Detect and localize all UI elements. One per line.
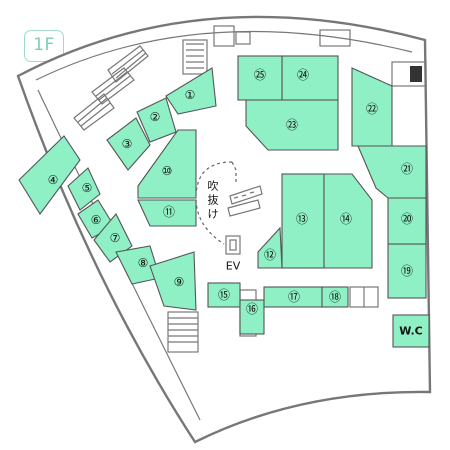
shop-20[interactable]: ⑳	[387, 197, 427, 245]
shop-12[interactable]: ⑫	[257, 226, 283, 269]
shop-17[interactable]: ⑰	[263, 286, 323, 308]
shop-number: ⑫	[264, 248, 276, 262]
shop-07[interactable]: ⑦	[93, 213, 133, 263]
shop-number: ⑭	[340, 212, 352, 226]
shop-14[interactable]: ⑭	[323, 173, 373, 269]
shop-number: ⑦	[110, 231, 121, 245]
shop-number: ③	[122, 137, 133, 151]
shop-number: ⑮	[218, 288, 230, 302]
elevator-label: EV	[226, 260, 241, 273]
atrium-label-2: 抜	[208, 193, 219, 207]
shop-number: ㉔	[297, 68, 309, 82]
shop-13[interactable]: ⑬	[281, 173, 325, 269]
shop-16[interactable]: ⑯	[239, 299, 265, 335]
shop-10[interactable]: ⑩	[137, 129, 197, 199]
outer-corridor-line	[35, 30, 413, 81]
stairs-right	[391, 61, 427, 87]
shop-number: ⑬	[296, 212, 308, 226]
stairs-top-center	[182, 25, 351, 75]
shop-09[interactable]: ⑨	[149, 251, 197, 311]
shop-number: ④	[48, 173, 59, 187]
shop-number: ⑳	[401, 212, 413, 226]
shop-19[interactable]: ⑲	[387, 243, 427, 299]
shop-11[interactable]: ⑪	[137, 199, 197, 227]
restroom[interactable]: W.C	[392, 314, 430, 348]
shop-number: ⑤	[82, 181, 93, 195]
escalator	[227, 185, 263, 217]
shop-number: ㉓	[286, 118, 298, 132]
shop-04[interactable]: ④	[18, 135, 81, 215]
shop-21[interactable]: ㉑	[357, 145, 427, 199]
shop-number: ⑪	[163, 205, 175, 219]
elevator-icon	[225, 235, 241, 255]
shop-18[interactable]: ⑱	[321, 286, 349, 308]
shop-22[interactable]: ㉒	[351, 67, 393, 147]
atrium-outline	[195, 161, 237, 245]
shop-number: ⑥	[91, 213, 102, 227]
shop-05[interactable]: ⑤	[67, 167, 101, 211]
shop-15[interactable]: ⑮	[207, 282, 241, 308]
shop-number: ⑧	[138, 256, 149, 270]
atrium-label-3: け	[208, 208, 219, 221]
shop-number: ⑰	[288, 290, 300, 304]
atrium-label-1: 吹	[208, 180, 219, 193]
shop-24[interactable]: ㉔	[281, 55, 339, 101]
shop-03[interactable]: ③	[106, 117, 151, 171]
shop-number: ㉒	[366, 102, 378, 116]
shop-number: ①	[185, 88, 196, 102]
shop-number: ⑲	[401, 264, 413, 278]
shop-25[interactable]: ㉕	[237, 55, 283, 101]
shop-number: ⑩	[162, 164, 173, 178]
shop-01[interactable]: ①	[165, 67, 217, 115]
shop-number: ㉕	[254, 68, 266, 82]
stairs-top-left	[73, 45, 149, 131]
shop-number: ⑯	[246, 302, 258, 316]
shop-number: ⑨	[174, 275, 185, 289]
shop-number: ㉑	[401, 162, 413, 176]
floor-badge: 1F	[24, 30, 64, 62]
shop-number: ⑱	[329, 290, 341, 304]
shop-number: ②	[150, 110, 161, 124]
restroom-label: W.C	[399, 325, 423, 338]
